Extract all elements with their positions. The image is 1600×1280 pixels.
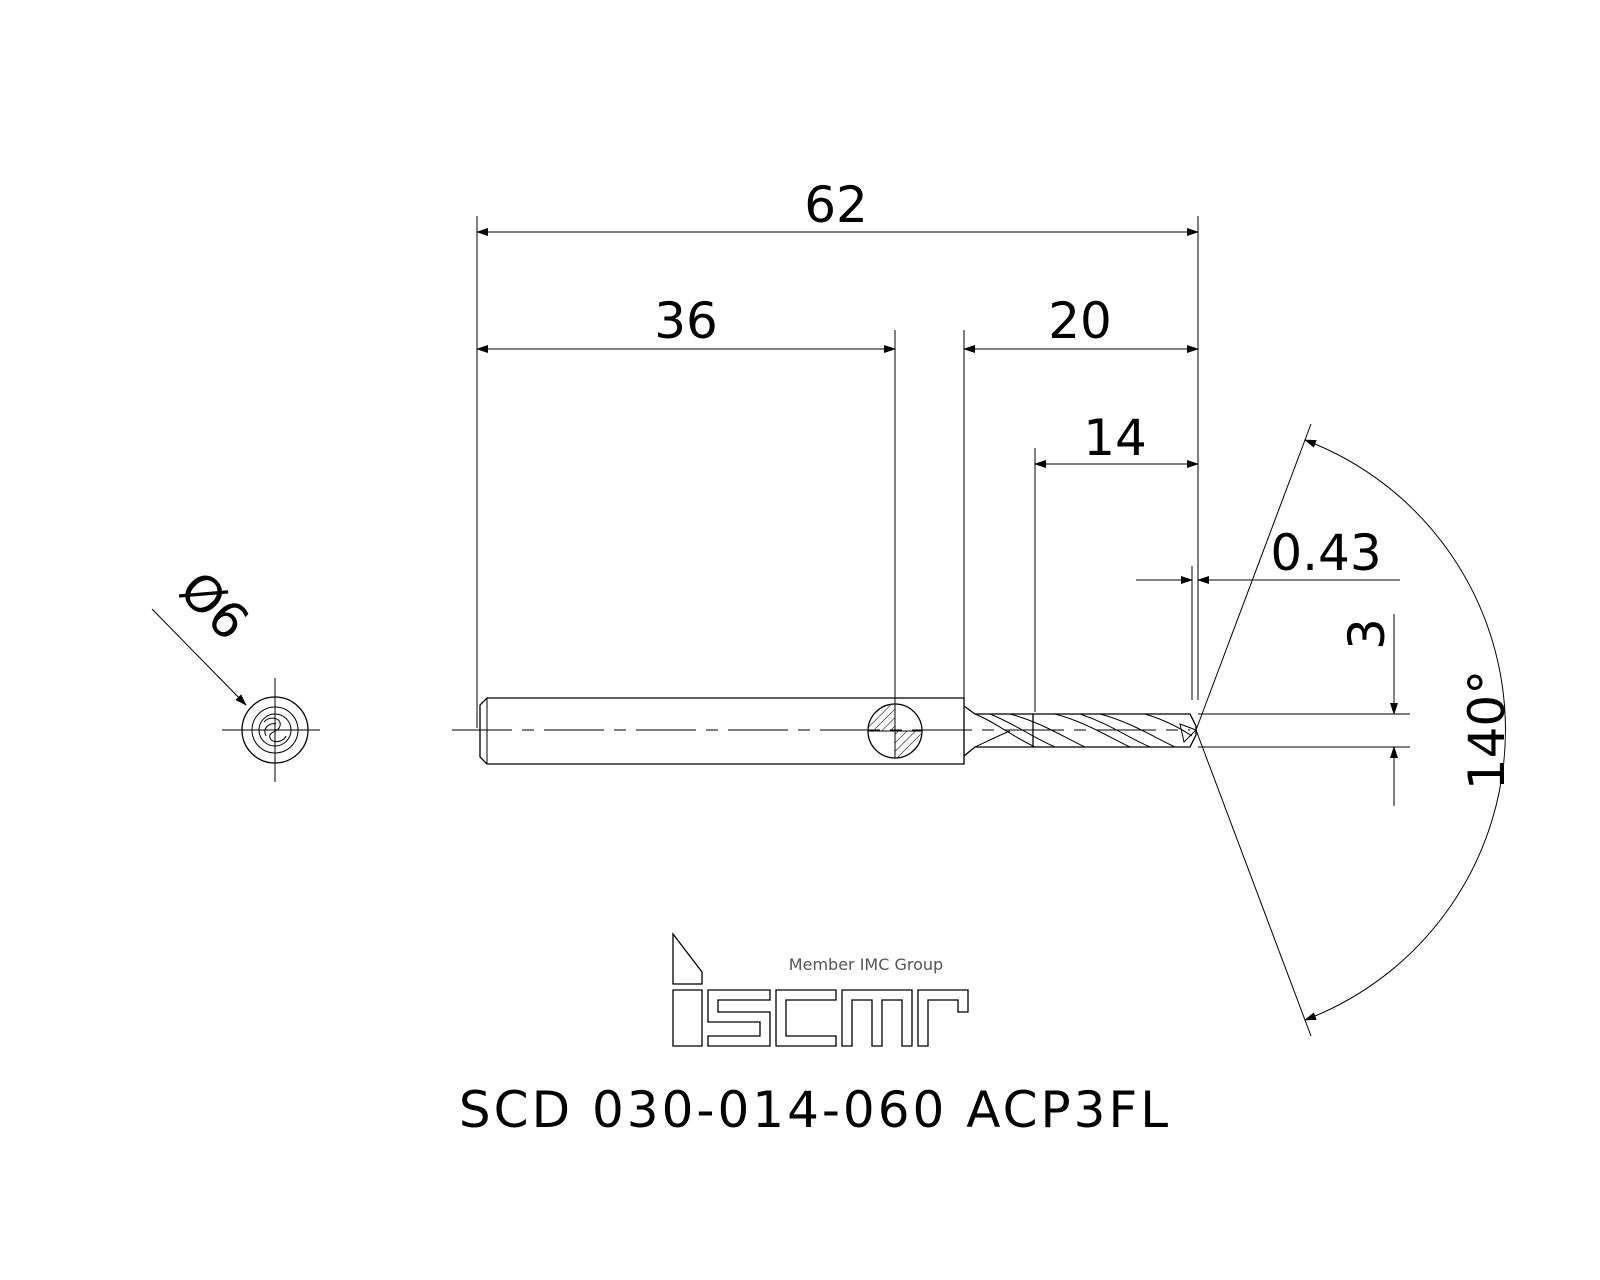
diameter-label: 3 bbox=[1338, 618, 1396, 650]
shank-diameter-label: Ø6 bbox=[168, 560, 259, 651]
dimension-shank-length: 36 bbox=[476, 292, 896, 704]
dimension-point-angle: 140° bbox=[1195, 423, 1516, 1037]
flutes bbox=[974, 713, 1197, 748]
logo-tagline: Member IMC Group bbox=[789, 955, 943, 974]
dimension-tip-offset: 0.43 bbox=[1136, 524, 1400, 700]
iscar-logo: iscar Member IMC Group bbox=[672, 932, 969, 1047]
dimension-body-length: 20 bbox=[963, 292, 1199, 700]
body-length-label: 20 bbox=[1048, 292, 1112, 350]
drill-side-view bbox=[452, 697, 1197, 765]
shank-length-label: 36 bbox=[654, 292, 718, 350]
flute-length-label: 14 bbox=[1083, 409, 1147, 467]
dimension-overall-length: 62 bbox=[476, 176, 1199, 728]
overall-length-label: 62 bbox=[804, 176, 868, 234]
dimension-diameter: 3 bbox=[1198, 614, 1410, 806]
point-angle-label: 140° bbox=[1458, 670, 1516, 790]
end-view bbox=[222, 678, 320, 782]
shank-diameter-dimension: Ø6 bbox=[151, 560, 260, 706]
tip-offset-label: 0.43 bbox=[1270, 524, 1381, 582]
dimension-flute-length: 14 bbox=[1034, 409, 1199, 712]
product-code: SCD 030-014-060 ACP3FL bbox=[459, 1081, 1171, 1139]
center-of-gravity-symbol bbox=[867, 703, 923, 759]
